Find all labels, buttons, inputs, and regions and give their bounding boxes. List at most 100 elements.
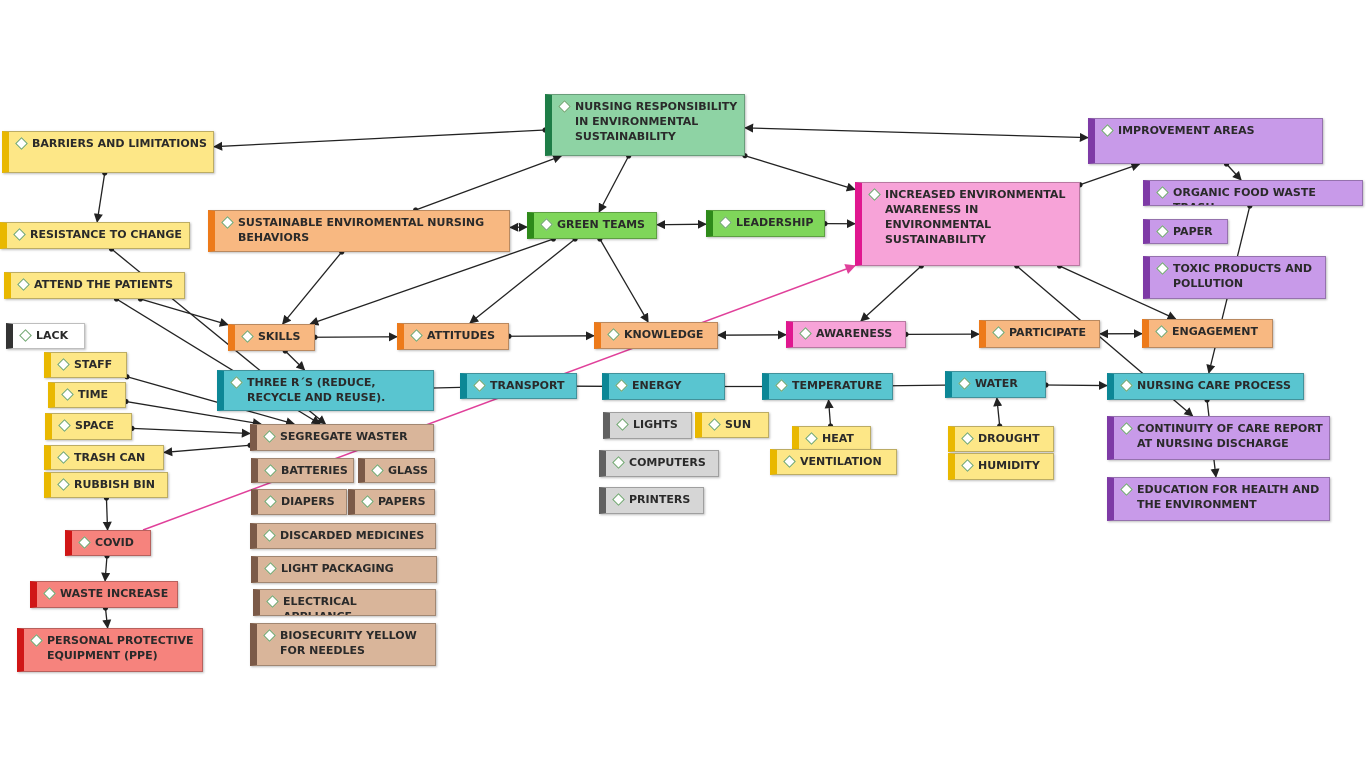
node-label: IMPROVEMENT AREAS xyxy=(1118,124,1255,137)
node-label: WATER xyxy=(975,377,1018,390)
node-resistance[interactable]: RESISTANCE TO CHANGE xyxy=(0,222,190,249)
topic-diamond-icon xyxy=(15,137,28,150)
topic-diamond-icon xyxy=(19,329,32,342)
node-glass[interactable]: GLASS xyxy=(358,458,435,483)
node-toxic[interactable]: TOXIC PRODUCTS AND POLLUTION xyxy=(1143,256,1326,299)
node-label: DROUGHT xyxy=(978,432,1040,445)
node-nursing[interactable]: NURSING RESPONSIBILITY IN ENVIRONMENTAL … xyxy=(545,94,745,156)
node-paper[interactable]: PAPER xyxy=(1143,219,1228,244)
node-threers[interactable]: THREE R´S (REDUCE, RECYCLE AND REUSE). xyxy=(217,370,434,411)
node-waste[interactable]: WASTE INCREASE xyxy=(30,581,178,608)
topic-diamond-icon xyxy=(264,464,277,477)
node-label: KNOWLEDGE xyxy=(624,328,704,341)
connector-sustainable-nursing xyxy=(413,154,563,213)
node-attend[interactable]: ATTEND THE PATIENTS xyxy=(4,272,185,299)
node-humidity[interactable]: HUMIDITY xyxy=(948,453,1054,480)
connector-improvement-organic xyxy=(1223,161,1242,181)
topic-diamond-icon xyxy=(361,495,374,508)
node-energy[interactable]: ENERGY xyxy=(602,373,725,400)
node-lights[interactable]: LIGHTS xyxy=(603,412,692,439)
node-temperature[interactable]: TEMPERATURE xyxy=(762,373,893,400)
node-diapers[interactable]: DIAPERS xyxy=(251,489,347,515)
node-attitudes[interactable]: ATTITUDES xyxy=(397,323,509,350)
node-label: NURSING RESPONSIBILITY IN ENVIRONMENTAL … xyxy=(575,100,738,143)
node-label: PAPER xyxy=(1173,225,1213,238)
node-drought[interactable]: DROUGHT xyxy=(948,426,1054,452)
node-awareness[interactable]: AWARENESS xyxy=(786,321,906,348)
topic-diamond-icon xyxy=(612,493,625,506)
topic-diamond-icon xyxy=(1156,186,1169,199)
node-ventilation[interactable]: VENTILATION xyxy=(770,449,897,475)
topic-diamond-icon xyxy=(264,562,277,575)
node-sun[interactable]: SUN xyxy=(695,412,769,438)
node-label: ELECTRICAL APPLIANCE xyxy=(283,595,357,615)
connector-barriers-resistance xyxy=(93,170,108,223)
node-lack[interactable]: LACK xyxy=(6,323,85,349)
node-participate[interactable]: PARTICIPATE xyxy=(979,320,1100,348)
node-skills[interactable]: SKILLS xyxy=(228,324,315,351)
topic-diamond-icon xyxy=(1156,262,1169,275)
node-electrical[interactable]: ELECTRICAL APPLIANCE xyxy=(253,589,436,616)
node-rubbish[interactable]: RUBBISH BIN xyxy=(44,472,168,498)
node-transport[interactable]: TRANSPORT xyxy=(460,373,577,399)
node-papers[interactable]: PAPERS xyxy=(348,489,435,515)
node-biosecurity[interactable]: BIOSECURITY YELLOW FOR NEEDLES xyxy=(250,623,436,666)
topic-diamond-icon xyxy=(615,379,628,392)
node-label: TIME xyxy=(78,388,109,401)
node-label: VENTILATION xyxy=(800,455,882,468)
topic-diamond-icon xyxy=(61,388,74,401)
node-heat[interactable]: HEAT xyxy=(792,426,871,451)
topic-diamond-icon xyxy=(1155,325,1168,338)
node-nursingcare[interactable]: NURSING CARE PROCESS xyxy=(1107,373,1304,400)
node-medicines[interactable]: DISCARDED MEDICINES xyxy=(250,523,436,549)
node-space[interactable]: SPACE xyxy=(45,413,132,440)
node-label: RESISTANCE TO CHANGE xyxy=(30,228,182,241)
connector-segregate-trashcan xyxy=(163,442,253,457)
node-continuity[interactable]: CONTINUITY OF CARE REPORT AT NURSING DIS… xyxy=(1107,416,1330,460)
node-computers[interactable]: COMPUTERS xyxy=(599,450,719,477)
node-packaging[interactable]: LIGHT PACKAGING xyxy=(251,556,437,583)
node-batteries[interactable]: BATTERIES xyxy=(251,458,354,483)
node-label: CONTINUITY OF CARE REPORT AT NURSING DIS… xyxy=(1137,422,1323,450)
node-leadership[interactable]: LEADERSHIP xyxy=(706,210,825,237)
connector-time-segregate xyxy=(123,398,262,428)
node-time[interactable]: TIME xyxy=(48,382,126,408)
connector-greenteams-knowledge xyxy=(597,236,649,323)
node-label: PAPERS xyxy=(378,495,426,508)
node-engagement[interactable]: ENGAGEMENT xyxy=(1142,319,1273,348)
node-staff[interactable]: STAFF xyxy=(44,352,127,378)
topic-diamond-icon xyxy=(1120,483,1133,496)
node-greenteams[interactable]: GREEN TEAMS xyxy=(527,212,657,239)
node-label: SKILLS xyxy=(258,330,301,343)
node-organic[interactable]: ORGANIC FOOD WASTE TRASH xyxy=(1143,180,1363,206)
node-knowledge[interactable]: KNOWLEDGE xyxy=(594,322,718,349)
connector-nursing-barriers xyxy=(213,127,548,151)
connector-sustainable-skills xyxy=(282,249,345,325)
topic-diamond-icon xyxy=(230,376,243,389)
node-printers[interactable]: PRINTERS xyxy=(599,487,704,514)
node-increased[interactable]: INCREASED ENVIRONMENTAL AWARENESS IN ENV… xyxy=(855,182,1080,266)
node-segregate[interactable]: SEGREGATE WASTER xyxy=(250,424,434,451)
node-trashcan[interactable]: TRASH CAN xyxy=(44,445,164,470)
node-improvement[interactable]: IMPROVEMENT AREAS xyxy=(1088,118,1323,164)
node-label: SEGREGATE WASTER xyxy=(280,430,408,443)
topic-diamond-icon xyxy=(17,278,30,291)
node-water[interactable]: WATER xyxy=(945,371,1046,398)
topic-diamond-icon xyxy=(1156,225,1169,238)
node-barriers[interactable]: BARRIERS AND LIMITATIONS xyxy=(2,131,214,173)
node-covid[interactable]: COVID xyxy=(65,530,151,556)
connector-temperature-water xyxy=(892,384,946,387)
connector-greenteams-attitudes xyxy=(469,236,578,324)
topic-diamond-icon xyxy=(58,419,71,432)
node-education[interactable]: EDUCATION FOR HEALTH AND THE ENVIRONMENT xyxy=(1107,477,1330,521)
connector-threers-transport xyxy=(433,386,461,389)
topic-diamond-icon xyxy=(805,432,818,445)
node-label: LEADERSHIP xyxy=(736,216,814,229)
node-label: NURSING CARE PROCESS xyxy=(1137,379,1291,392)
connector-nursing-greenteams xyxy=(598,153,632,213)
node-sustainable[interactable]: SUSTAINABLE ENVIROMENTAL NURSING BEHAVIO… xyxy=(208,210,510,252)
topic-diamond-icon xyxy=(57,451,70,464)
node-ppe[interactable]: PERSONAL PROTECTIVE EQUIPMENT (PPE) xyxy=(17,628,203,672)
connector-space-segregate xyxy=(129,425,251,438)
topic-diamond-icon xyxy=(1101,124,1114,137)
